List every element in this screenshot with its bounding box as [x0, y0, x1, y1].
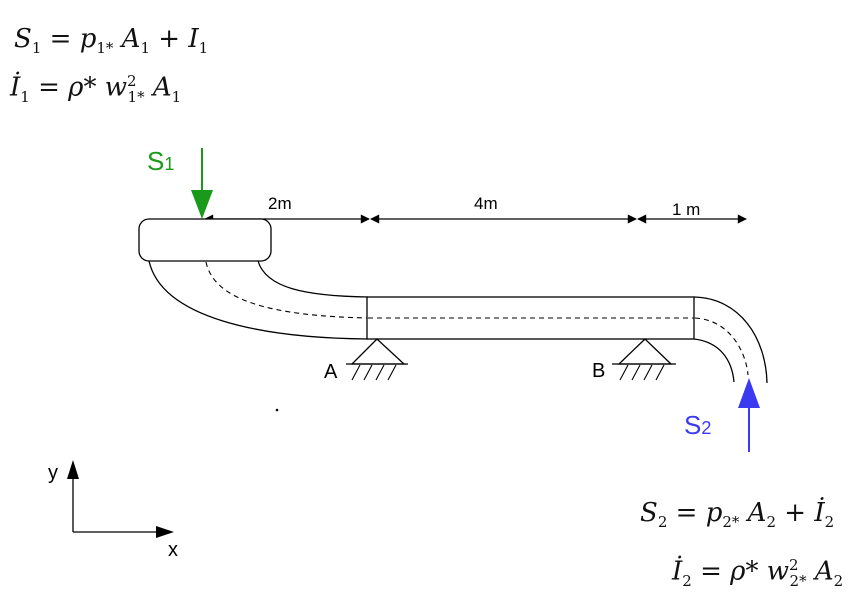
equation-i2: İ2 = ρ* w22* A2 — [672, 556, 844, 590]
y-axis-arrowhead — [67, 460, 79, 479]
y-axis-label: y — [48, 462, 58, 484]
x-axis-arrowhead — [156, 526, 174, 538]
support-a-hatch — [351, 364, 397, 381]
equation-s2: S2 = p2* A2 + İ2 — [640, 498, 835, 532]
force-s1: S1 — [147, 146, 213, 219]
pipe-bend-inner-wall — [257, 260, 369, 298]
support-b-triangle — [617, 338, 673, 365]
pipe-straight — [366, 296, 695, 340]
pipe-bend-left — [148, 260, 369, 340]
pipe-bend-right — [693, 296, 768, 384]
force-s2-arrowhead — [738, 378, 760, 408]
support-b-hatch — [619, 364, 665, 381]
pipe-bend-right-inner — [693, 338, 735, 383]
pipe-bend-right-centerline — [694, 317, 749, 376]
dimension-lines: 2m 4m 1 m — [204, 194, 747, 224]
stray-dot — [275, 408, 279, 412]
support-a-triangle — [350, 338, 406, 365]
force-s1-label: S1 — [147, 146, 174, 176]
equation-s1: S1 = p1* A1 + I1 — [14, 24, 209, 58]
pipe-bend-centerline — [205, 261, 369, 319]
x-axis-label: x — [168, 539, 178, 561]
dimension-1m-label: 1 m — [672, 200, 700, 219]
support-b-label: B — [592, 360, 605, 382]
force-s2: S2 — [684, 378, 760, 452]
support-a: A — [324, 338, 408, 383]
support-b: B — [592, 338, 676, 382]
coordinate-axes: y x — [48, 460, 178, 561]
pipe-bend-right-outer — [693, 296, 768, 384]
force-s2-label: S2 — [684, 410, 711, 440]
pipe-bend-outer-wall — [148, 260, 369, 340]
dimension-2m-label: 2m — [268, 194, 292, 213]
inlet-box — [138, 218, 272, 262]
support-a-label: A — [324, 361, 338, 383]
force-s1-arrowhead — [191, 190, 213, 219]
equation-i1: İ1 = ρ* w21* A1 — [10, 72, 182, 106]
dimension-4m-label: 4m — [474, 194, 498, 213]
